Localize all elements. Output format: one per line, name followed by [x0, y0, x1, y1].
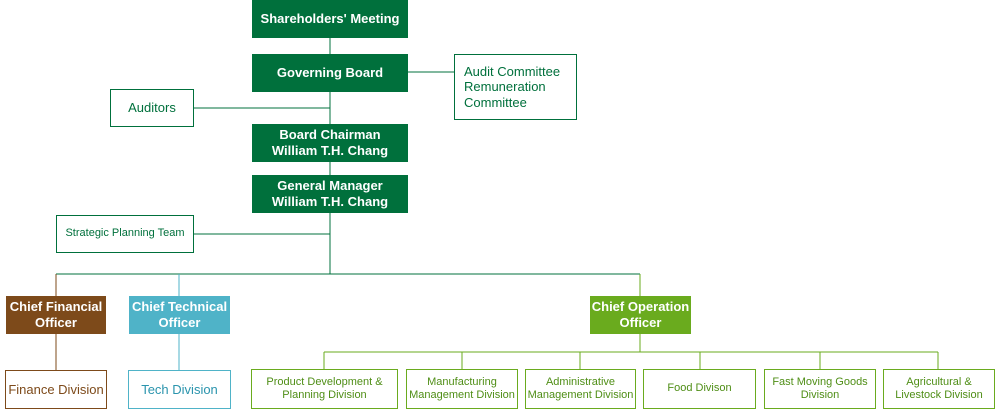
committees-box: Audit Committee Remuneration Committee	[454, 54, 577, 120]
chief-financial-officer-box: Chief Financial Officer	[6, 296, 106, 334]
strategic-planning-team-box: Strategic Planning Team	[56, 215, 194, 253]
general-manager-box: General Manager William T.H. Chang	[252, 175, 408, 213]
chief-operation-officer-box: Chief Operation Officer	[590, 296, 691, 334]
board-chairman-box: Board Chairman William T.H. Chang	[252, 124, 408, 162]
product-development-division-box: Product Development & Planning Division	[251, 369, 398, 409]
tech-division-box: Tech Division	[128, 370, 231, 409]
governing-board-box: Governing Board	[252, 54, 408, 92]
shareholders-meeting-box: Shareholders' Meeting	[252, 0, 408, 38]
fast-moving-goods-division-box: Fast Moving Goods Division	[764, 369, 876, 409]
manufacturing-division-box: Manufacturing Management Division	[406, 369, 518, 409]
finance-division-box: Finance Division	[5, 370, 107, 409]
food-division-box: Food Divison	[643, 369, 756, 409]
agricultural-livestock-division-box: Agricultural & Livestock Division	[883, 369, 995, 409]
administrative-division-box: Administrative Management Division	[525, 369, 636, 409]
auditors-box: Auditors	[110, 89, 194, 127]
chief-technical-officer-box: Chief Technical Officer	[129, 296, 230, 334]
